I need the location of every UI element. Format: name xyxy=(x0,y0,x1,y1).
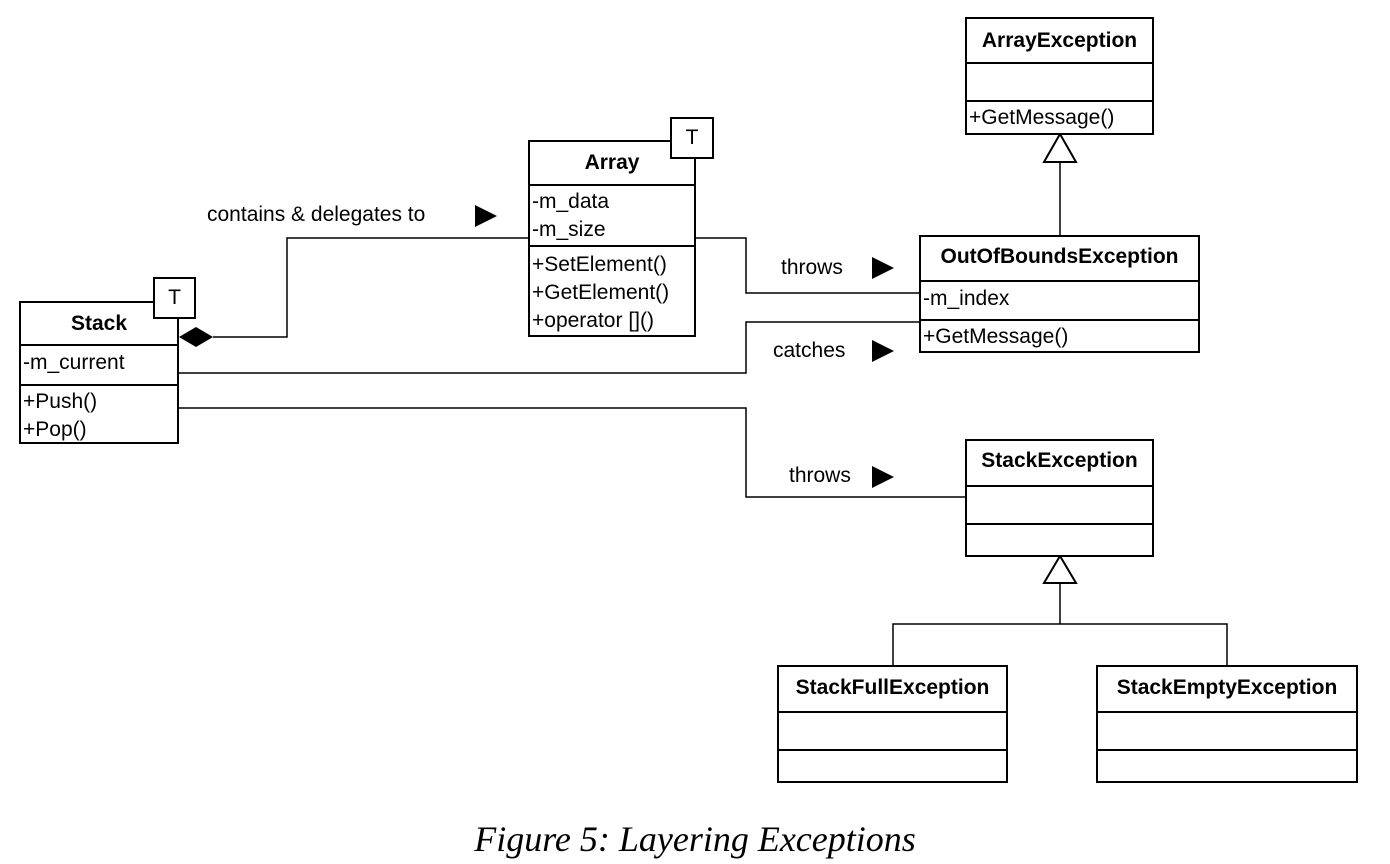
attributes-section: -m_current xyxy=(21,346,177,386)
method: +Pop() xyxy=(23,418,87,441)
generalization-arrow-array-exception xyxy=(1042,131,1078,163)
attribute: -m_size xyxy=(532,218,606,241)
contains-label: contains & delegates to xyxy=(207,203,426,226)
contains-direction-arrow xyxy=(475,205,497,227)
method: +GetMessage() xyxy=(969,106,1115,129)
composition-line xyxy=(213,237,528,338)
class-name: StackException xyxy=(967,441,1152,487)
methods-section: +SetElement() +GetElement() +operator []… xyxy=(530,247,694,335)
class-out-of-bounds-exception[interactable]: OutOfBoundsException -m_index +GetMessag… xyxy=(919,235,1200,353)
attributes-section: -m_index xyxy=(921,282,1198,321)
attributes-section xyxy=(779,713,1006,751)
method: +operator [](​) xyxy=(532,309,654,332)
attribute: -m_current xyxy=(23,351,125,374)
array-throws-label: throws xyxy=(781,256,843,279)
stack-catches-line xyxy=(178,321,920,374)
stack-template-parameter: T xyxy=(153,277,196,319)
methods-section: +GetMessage() xyxy=(921,321,1198,355)
class-array[interactable]: Array -m_data -m_size +SetElement() +Get… xyxy=(528,140,696,337)
method: +SetElement() xyxy=(532,253,667,276)
class-stack-exception[interactable]: StackException xyxy=(965,439,1154,557)
composition-diamond xyxy=(179,327,213,347)
stack-throws-label: throws xyxy=(789,464,851,487)
array-throws-direction-arrow xyxy=(872,257,894,279)
attribute: -m_index xyxy=(923,287,1010,310)
class-name: Stack xyxy=(21,303,177,346)
class-name: ArrayException xyxy=(967,19,1152,64)
method: +GetElement() xyxy=(532,281,670,304)
methods-section xyxy=(967,525,1152,559)
class-stack-empty-exception[interactable]: StackEmptyException xyxy=(1096,665,1358,783)
attributes-section xyxy=(967,487,1152,525)
generalization-arrow-stack-exception xyxy=(1042,554,1078,584)
attributes-section xyxy=(967,64,1152,102)
attributes-section: -m_data -m_size xyxy=(530,186,694,247)
generalization-tree-stack-exception xyxy=(892,623,1228,665)
attributes-section xyxy=(1098,713,1356,751)
methods-section xyxy=(1098,751,1356,785)
class-stack[interactable]: Stack -m_current +Push() +Pop() xyxy=(19,301,179,444)
class-array-exception[interactable]: ArrayException +GetMessage() xyxy=(965,17,1154,135)
stack-throws-direction-arrow xyxy=(872,466,894,488)
methods-section: +GetMessage() xyxy=(967,102,1152,137)
class-name: StackEmptyException xyxy=(1098,667,1356,713)
catches-label: catches xyxy=(773,339,846,362)
method: +GetMessage() xyxy=(923,325,1069,348)
array-template-parameter: T xyxy=(670,117,714,159)
methods-section xyxy=(779,751,1006,785)
catches-direction-arrow xyxy=(872,340,894,362)
class-name: OutOfBoundsException xyxy=(921,237,1198,282)
attribute: -m_data xyxy=(532,190,610,213)
stack-throws-line xyxy=(178,407,966,498)
methods-section: +Push() +Pop() xyxy=(21,386,177,446)
class-stack-full-exception[interactable]: StackFullException xyxy=(777,665,1008,783)
class-name: StackFullException xyxy=(779,667,1006,713)
method: +Push() xyxy=(23,390,98,413)
figure-caption: Figure 5: Layering Exceptions xyxy=(474,819,916,859)
array-throws-line xyxy=(696,237,920,294)
class-name: Array xyxy=(530,142,694,186)
